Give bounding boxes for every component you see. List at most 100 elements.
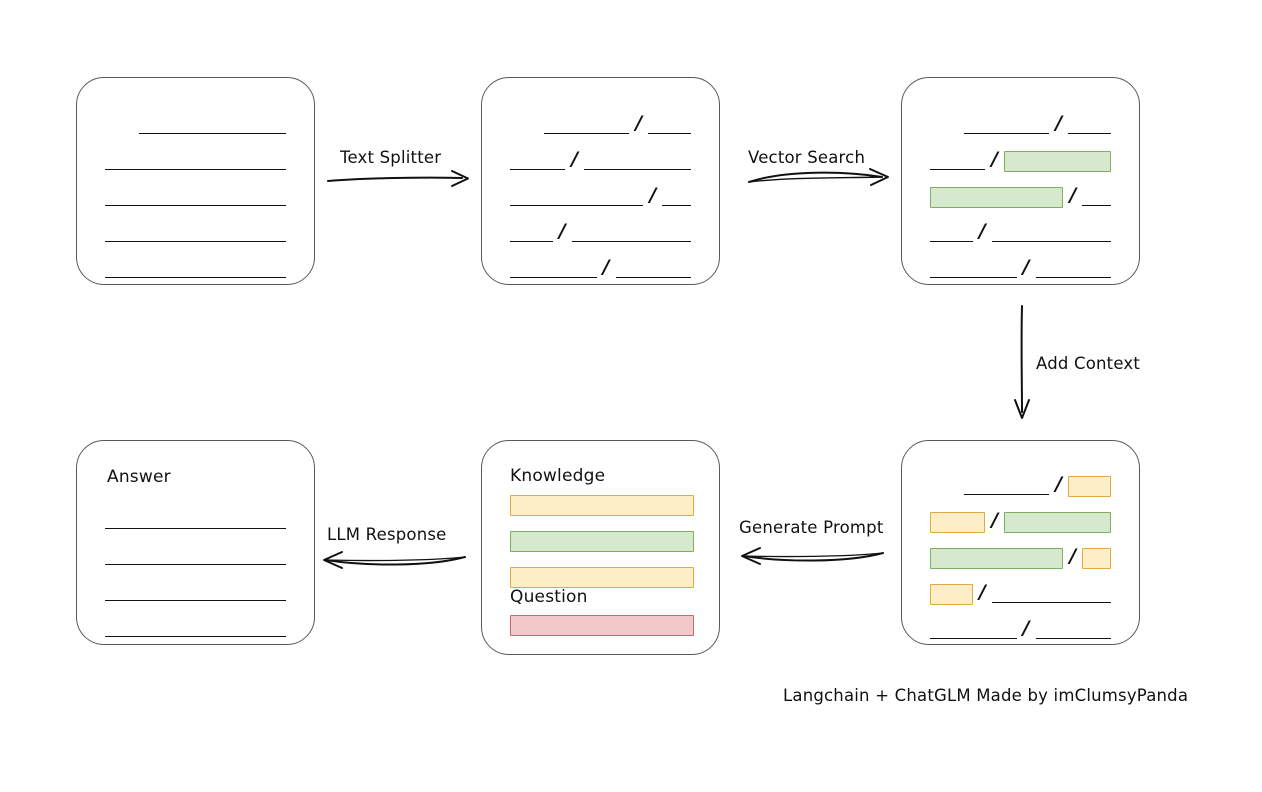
knowledge-bar-3 — [510, 567, 694, 588]
footer-credit: Langchain + ChatGLM Made by imClumsyPand… — [783, 686, 1189, 705]
segment-separator: / — [602, 255, 610, 278]
text-segment — [930, 225, 973, 242]
text-row: / — [902, 219, 1139, 244]
text-row: / — [902, 472, 1139, 497]
text-segment — [105, 512, 286, 529]
box-matched-chunks[interactable]: / / / / / — [901, 77, 1140, 285]
text-row — [77, 222, 314, 244]
segment-separator: / — [978, 219, 986, 242]
highlight-segment-green — [1004, 150, 1111, 172]
text-segment — [510, 225, 553, 242]
segment-separator: / — [571, 147, 579, 170]
segment-separator: / — [991, 508, 999, 531]
text-row — [77, 581, 314, 603]
text-row: / — [902, 544, 1139, 569]
text-segment — [571, 225, 692, 242]
text-segment — [648, 117, 691, 134]
box-answer[interactable]: Answer — [76, 440, 315, 645]
text-segment — [584, 153, 691, 170]
text-row: / — [902, 616, 1139, 641]
arrow-llm-response — [323, 551, 466, 569]
segment-separator: / — [1055, 111, 1063, 134]
knowledge-bar-1 — [510, 495, 694, 516]
arrow-text-splitter — [327, 170, 469, 187]
text-segment — [1068, 117, 1111, 134]
segment-separator: / — [1069, 544, 1077, 567]
segment-separator: / — [1069, 183, 1077, 206]
text-segment — [930, 153, 986, 170]
highlight-segment-yellow — [1082, 547, 1111, 569]
text-row: / — [902, 183, 1139, 208]
text-row: / — [902, 508, 1139, 533]
prompt-knowledge-label: Knowledge — [510, 466, 606, 486]
box-split-chunks[interactable]: / / / / / — [481, 77, 720, 285]
text-row: / — [482, 255, 719, 280]
question-bar-1 — [510, 615, 694, 636]
segment-separator: / — [635, 111, 643, 134]
knowledge-bar-2 — [510, 531, 694, 552]
highlight-segment-yellow — [930, 511, 986, 533]
text-segment — [615, 261, 692, 278]
text-segment — [930, 622, 1017, 639]
text-row: / — [902, 111, 1139, 136]
text-row: / — [902, 147, 1139, 172]
text-row — [77, 150, 314, 172]
text-segment — [105, 548, 286, 565]
text-segment — [510, 153, 566, 170]
text-row: / — [482, 111, 719, 136]
text-row — [77, 258, 314, 280]
arrow-label-text-splitter: Text Splitter — [340, 148, 442, 167]
segment-separator: / — [1055, 472, 1063, 495]
text-row — [77, 545, 314, 567]
text-segment — [662, 189, 691, 206]
box-prompt[interactable]: Knowledge Question — [481, 440, 720, 655]
text-segment — [991, 225, 1112, 242]
text-segment — [105, 584, 286, 601]
text-segment — [1035, 622, 1112, 639]
arrow-label-vector-search: Vector Search — [748, 148, 866, 167]
text-row — [77, 509, 314, 531]
text-row — [77, 114, 314, 136]
answer-label: Answer — [107, 467, 171, 487]
highlight-segment-yellow — [930, 583, 973, 605]
text-segment — [1082, 189, 1111, 206]
segment-separator: / — [649, 183, 657, 206]
text-row: / — [902, 580, 1139, 605]
text-row: / — [482, 219, 719, 244]
arrow-add-context — [1014, 305, 1030, 419]
text-segment — [544, 117, 630, 134]
arrow-generate-prompt — [741, 547, 884, 565]
segment-separator: / — [1022, 255, 1030, 278]
segment-separator: / — [1022, 616, 1030, 639]
arrow-label-generate-prompt: Generate Prompt — [739, 518, 884, 537]
highlight-segment-green — [1004, 511, 1111, 533]
segment-separator: / — [991, 147, 999, 170]
segment-separator: / — [558, 219, 566, 242]
text-segment — [1035, 261, 1112, 278]
text-row — [77, 617, 314, 639]
text-row: / — [482, 183, 719, 208]
box-context-chunks[interactable]: / / / / / — [901, 440, 1140, 645]
text-row: / — [902, 255, 1139, 280]
text-segment — [964, 117, 1050, 134]
text-segment — [105, 225, 286, 242]
highlight-segment-green — [930, 547, 1064, 569]
prompt-question-label: Question — [510, 587, 588, 607]
arrow-label-llm-response: LLM Response — [327, 525, 447, 544]
text-segment — [105, 261, 286, 278]
text-segment — [964, 478, 1050, 495]
box-source-document[interactable] — [76, 77, 315, 285]
text-segment — [930, 261, 1017, 278]
highlight-segment-yellow — [1068, 475, 1111, 497]
arrow-vector-search — [748, 168, 889, 186]
text-row — [77, 186, 314, 208]
text-segment — [105, 153, 286, 170]
text-segment — [105, 620, 286, 637]
text-segment — [105, 189, 286, 206]
text-row: / — [482, 147, 719, 172]
segment-separator: / — [978, 580, 986, 603]
text-segment — [510, 189, 644, 206]
highlight-segment-green — [930, 186, 1064, 208]
text-segment — [139, 117, 286, 134]
